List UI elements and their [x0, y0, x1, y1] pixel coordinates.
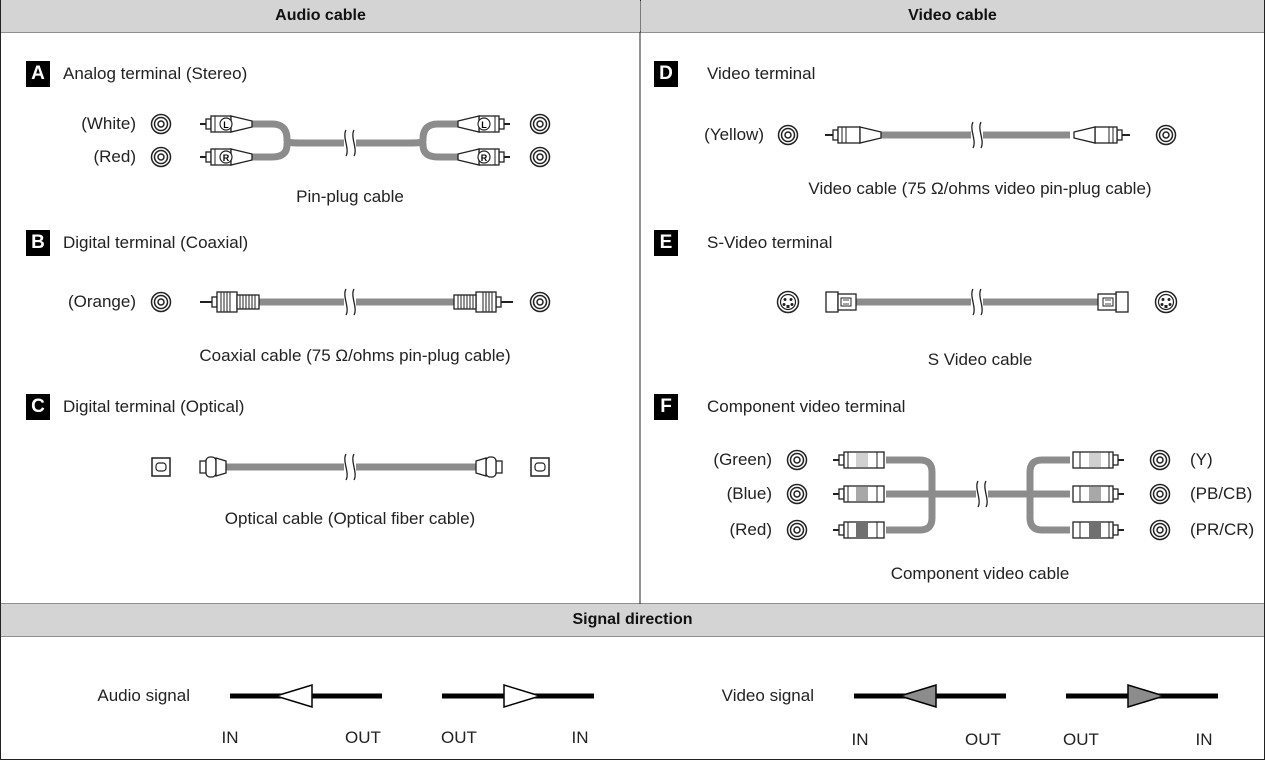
yellow-label: (Yellow) [704, 125, 764, 144]
s-video-jack-right-icon [1154, 290, 1178, 314]
s-video-plug-right-icon [1097, 291, 1129, 313]
left-channel-mark: L [481, 120, 487, 130]
badge-f: F [654, 394, 678, 420]
audio-out-label-2: OUT [441, 728, 477, 747]
component-cable-caption: Component video cable [890, 564, 1070, 583]
video-plug-left-icon [824, 126, 882, 144]
red-label: (Red) [93, 147, 136, 166]
analog-terminal-title: Analog terminal (Stereo) [63, 64, 248, 83]
left-channel-mark: L [223, 120, 229, 130]
video-out-label-1: OUT [965, 730, 1001, 749]
green-jack-icon [786, 449, 808, 471]
red-video-label: (Red) [729, 520, 772, 539]
badge-d: D [654, 61, 678, 87]
y-label: (Y) [1190, 450, 1213, 469]
video-cable-drawing [777, 120, 1177, 150]
coaxial-plug-right-icon [453, 291, 514, 313]
video-cable-header: Video cable [641, 0, 1264, 32]
pr-jack-icon [1149, 519, 1171, 541]
s-video-terminal-title: S-Video terminal [707, 233, 833, 252]
video-in-label-1: IN [851, 730, 869, 749]
audio-in-label-2: IN [571, 728, 589, 747]
blue-jack-icon [786, 483, 808, 505]
video-arrow-left-icon [897, 683, 937, 709]
optical-plug-right-icon [475, 456, 503, 478]
optical-cable-caption: Optical cable (Optical fiber cable) [224, 509, 476, 528]
badge-a: A [26, 61, 50, 87]
red-jack-icon [150, 146, 172, 168]
optical-jack-icon [151, 457, 171, 477]
coaxial-cable-drawing [150, 287, 551, 317]
audio-arrow-right-icon [503, 683, 543, 709]
audio-cable-header: Audio cable [1, 0, 640, 32]
video-arrow-right-icon [1127, 683, 1167, 709]
right-channel-mark: R [223, 153, 230, 163]
s-video-plug-left-icon [825, 291, 857, 313]
audio-out-label-1: OUT [345, 728, 381, 747]
pb-jack-icon [1149, 483, 1171, 505]
y-jack-icon [1149, 449, 1171, 471]
analog-stereo-cable-drawing: L R L R [150, 113, 551, 168]
coaxial-cable-caption: Coaxial cable (75 Ω/ohms pin-plug cable) [199, 346, 511, 365]
audio-arrow-left-icon [273, 683, 313, 709]
coaxial-plug-left-icon [199, 291, 260, 313]
component-terminal-title: Component video terminal [707, 397, 906, 416]
orange-label: (Orange) [67, 292, 136, 311]
video-in-label-2: IN [1195, 730, 1213, 749]
coaxial-terminal-title: Digital terminal (Coaxial) [63, 233, 249, 252]
s-video-cable-drawing [776, 287, 1178, 317]
badge-c: C [26, 394, 50, 420]
coaxial-jack-right-icon [529, 291, 551, 313]
orange-jack-icon [150, 291, 172, 313]
video-terminal-title: Video terminal [707, 64, 816, 83]
audio-in-label-1: IN [221, 728, 239, 747]
s-video-cable-caption: S Video cable [927, 350, 1033, 369]
signal-arrows [230, 683, 1218, 709]
yellow-jack-icon [777, 124, 799, 146]
optical-plug-left-icon [199, 456, 227, 478]
pin-plug-cable-caption: Pin-plug cable [296, 187, 404, 206]
video-signal-label: Video signal [721, 686, 814, 705]
white-label: (White) [81, 114, 136, 133]
video-plug-right-icon [1073, 126, 1131, 144]
green-label: (Green) [713, 450, 772, 469]
pr-cr-label: (PR/CR) [1190, 520, 1255, 539]
optical-cable-drawing [151, 452, 550, 482]
pb-cb-label: (PB/CB) [1190, 484, 1253, 503]
right-channel-mark: R [481, 153, 488, 163]
optical-jack-right-icon [530, 457, 550, 477]
audio-signal-label: Audio signal [97, 686, 190, 705]
video-out-label-2: OUT [1063, 730, 1099, 749]
white-jack-right-icon [529, 113, 551, 135]
s-video-jack-icon [776, 290, 800, 314]
component-cable-drawing [786, 449, 1171, 541]
video-jack-right-icon [1155, 124, 1177, 146]
badge-b: B [26, 230, 50, 256]
red-jack-right-icon [529, 146, 551, 168]
badge-e: E [654, 230, 678, 256]
video-cable-caption: Video cable (75 Ω/ohms video pin-plug ca… [808, 179, 1152, 198]
optical-terminal-title: Digital terminal (Optical) [63, 397, 245, 416]
signal-direction-header: Signal direction [1, 604, 1264, 636]
blue-label: (Blue) [726, 484, 772, 503]
red-video-jack-icon [786, 519, 808, 541]
white-jack-icon [150, 113, 172, 135]
